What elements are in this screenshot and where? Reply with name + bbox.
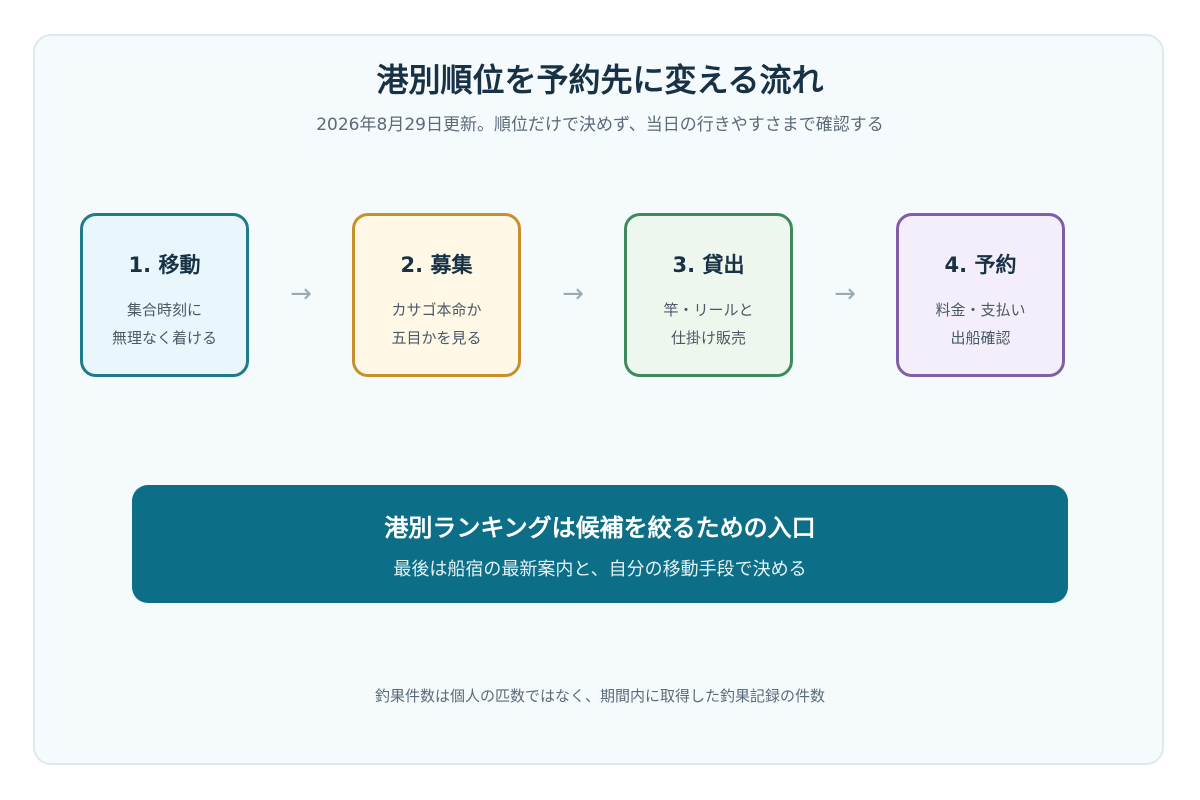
step-description-line: カサゴ本命か [391,301,482,319]
right-arrow-icon: → [290,279,312,309]
step-title: 2. 募集 [400,253,473,277]
step-description: 竿・リールと 仕掛け販売 [627,296,790,352]
right-arrow-icon: → [834,279,856,309]
step-move: 1. 移動 集合時刻に 無理なく着ける [80,213,249,377]
banner-subtitle: 最後は船宿の最新案内と、自分の移動手段で決める [393,559,807,580]
step-description-line: 五目かを見る [391,329,482,347]
step-description-line: 集合時刻に [126,301,202,319]
step-description-line: 無理なく着ける [111,329,217,347]
step-title: 4. 予約 [944,253,1017,277]
step-reserve: 4. 予約 料金・支払い 出船確認 [896,213,1065,377]
footnote: 釣果件数は個人の匹数ではなく、期間内に取得した釣果記録の件数 [374,687,825,705]
step-recruit: 2. 募集 カサゴ本命か 五目かを見る [352,213,521,377]
page-subtitle: 2026年8月29日更新。順位だけで決めず、当日の行きやすさまで確認する [316,115,884,135]
right-arrow-icon: → [562,279,584,309]
diagram-card [33,34,1164,765]
step-description-line: 料金・支払い [935,301,1026,319]
step-description-line: 仕掛け販売 [670,329,746,347]
step-rental: 3. 貸出 竿・リールと 仕掛け販売 [624,213,793,377]
step-description-line: 竿・リールと [663,301,754,319]
step-title: 1. 移動 [128,253,201,277]
page-title: 港別順位を予約先に変える流れ [376,61,824,99]
step-description: カサゴ本命か 五目かを見る [355,296,518,352]
step-description-line: 出船確認 [950,329,1011,347]
step-description: 料金・支払い 出船確認 [899,296,1062,352]
step-title: 3. 貸出 [672,253,745,277]
banner-title: 港別ランキングは候補を絞るための入口 [384,514,816,542]
summary-banner: 港別ランキングは候補を絞るための入口 最後は船宿の最新案内と、自分の移動手段で決… [132,485,1068,603]
step-description: 集合時刻に 無理なく着ける [83,296,246,352]
